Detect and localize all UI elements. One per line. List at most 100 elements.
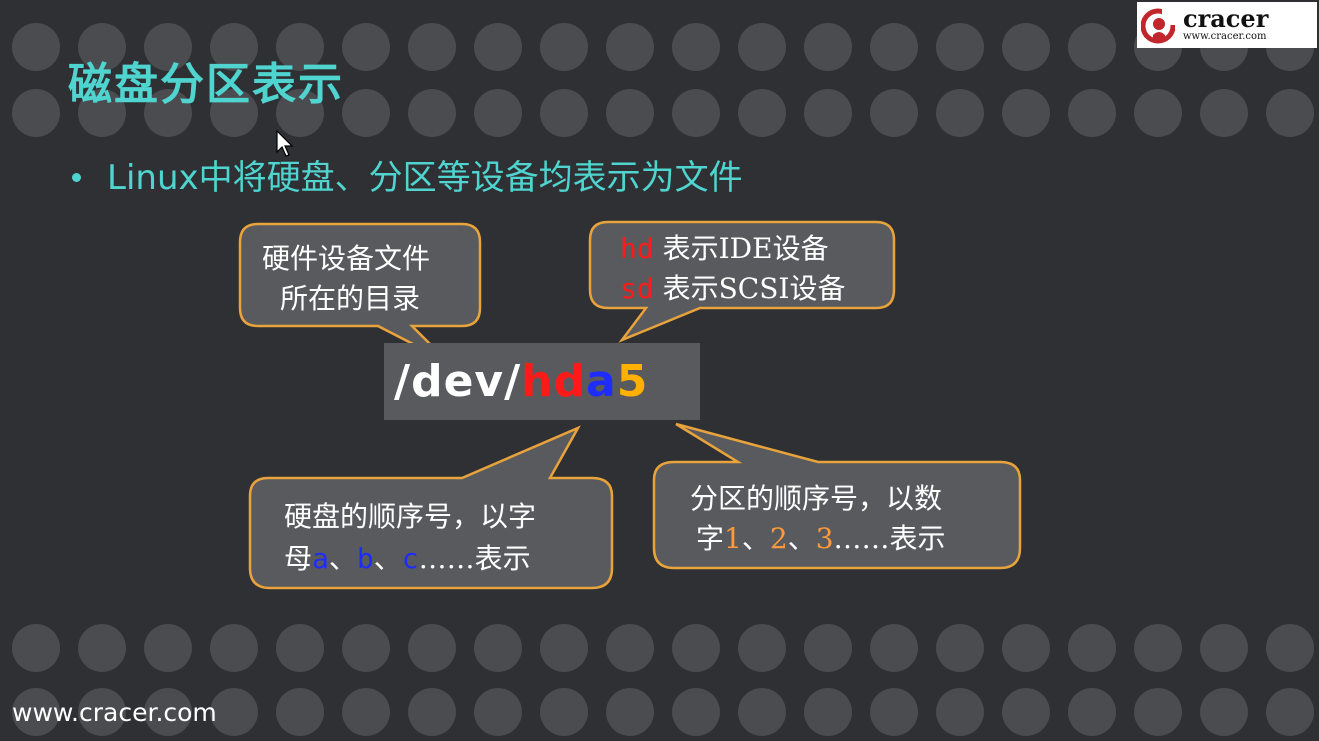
sd-code: sd <box>620 272 654 305</box>
background-dot <box>276 89 324 137</box>
bullet-item: Linux中将硬盘、分区等设备均表示为文件 <box>72 150 743 199</box>
background-dot <box>1266 624 1314 672</box>
logo-url: www.cracer.com <box>1183 31 1267 42</box>
background-dot <box>606 624 654 672</box>
background-dot <box>870 688 918 736</box>
partition-number-2: 2 <box>769 522 788 555</box>
background-dot <box>540 23 588 71</box>
hd-code: hd <box>620 232 654 265</box>
background-dot <box>408 89 456 137</box>
callout-disk-order-line1: 硬盘的顺序号，以字 <box>284 500 537 533</box>
background-dot <box>210 688 258 736</box>
disk-sep-2: 、 <box>373 542 402 575</box>
background-dot <box>738 624 786 672</box>
partition-sep-1: 、 <box>741 522 770 555</box>
bullet-text: Linux中将硬盘、分区等设备均表示为文件 <box>107 158 743 198</box>
background-dot <box>1200 89 1248 137</box>
background-dot <box>276 624 324 672</box>
disk-order-suffix: ……表示 <box>418 542 531 575</box>
callout-device-type-bubble <box>588 220 896 343</box>
background-dot <box>1134 89 1182 137</box>
disk-order-prefix: 母 <box>284 542 313 575</box>
background-dot <box>540 624 588 672</box>
bullet-dot-icon <box>72 173 81 182</box>
background-dot <box>474 624 522 672</box>
partition-order-suffix: ……表示 <box>833 522 946 555</box>
background-dot <box>936 23 984 71</box>
background-dot <box>672 688 720 736</box>
background-dot <box>342 89 390 137</box>
background-dot <box>936 688 984 736</box>
background-dot <box>738 23 786 71</box>
background-dot <box>672 23 720 71</box>
background-dot <box>78 624 126 672</box>
background-dot <box>144 624 192 672</box>
background-dot <box>144 688 192 736</box>
slide-title: 磁盘分区表示 <box>68 59 344 110</box>
logo-name: cracer <box>1183 4 1269 33</box>
callout-device-type-line2: sd 表示SCSI设备 <box>620 268 845 310</box>
background-dot <box>1200 688 1248 736</box>
background-dot <box>540 688 588 736</box>
cracer-logo-icon <box>1141 8 1175 44</box>
background-dot <box>870 23 918 71</box>
sd-description: 表示SCSI设备 <box>662 272 846 305</box>
background-dot <box>672 624 720 672</box>
callout-partition-order-line1: 分区的顺序号，以数 <box>690 482 943 515</box>
background-dot <box>870 89 918 137</box>
partition-number-3: 3 <box>815 522 834 555</box>
device-path: /dev/hda5 <box>394 356 648 407</box>
background-dot <box>804 23 852 71</box>
partition-number-1: 1 <box>724 522 742 555</box>
background-dot <box>276 23 324 71</box>
background-dot <box>1266 688 1314 736</box>
background-dot <box>936 89 984 137</box>
background-dot <box>1134 624 1182 672</box>
background-dot <box>1068 624 1116 672</box>
partition-order-prefix: 字 <box>696 522 725 555</box>
background-dot <box>1068 688 1116 736</box>
background-dot <box>1002 89 1050 137</box>
hd-description: 表示IDE设备 <box>662 232 829 265</box>
footer-url: www.cracer.com <box>12 698 217 727</box>
background-dot <box>804 89 852 137</box>
background-dot <box>1002 23 1050 71</box>
background-dot <box>210 624 258 672</box>
background-dot <box>144 89 192 137</box>
device-path-box: /dev/hda5 <box>384 343 700 420</box>
callout-partition-order-bubble <box>652 422 1022 570</box>
device-path-disk: a <box>586 356 617 407</box>
background-dot <box>12 688 60 736</box>
background-dot <box>210 89 258 137</box>
background-dot <box>12 624 60 672</box>
background-dot <box>474 688 522 736</box>
background-dot <box>738 688 786 736</box>
background-dot <box>342 624 390 672</box>
background-dot <box>276 688 324 736</box>
background-dot <box>1134 688 1182 736</box>
background-dot <box>78 688 126 736</box>
background-dot <box>1068 89 1116 137</box>
disk-letter-a: a <box>312 542 329 575</box>
background-dot <box>540 89 588 137</box>
background-dot <box>12 89 60 137</box>
partition-sep-2: 、 <box>787 522 816 555</box>
background-dot <box>1002 624 1050 672</box>
background-dot <box>606 89 654 137</box>
background-dot <box>672 89 720 137</box>
background-dot <box>738 89 786 137</box>
background-dot <box>12 23 60 71</box>
background-dot <box>870 624 918 672</box>
callout-directory-line2: 所在的目录 <box>280 282 421 315</box>
disk-sep-1: 、 <box>328 542 357 575</box>
background-dot <box>1002 688 1050 736</box>
callout-disk-order-line2: 母a、b、c……表示 <box>284 538 531 580</box>
background-dot <box>408 624 456 672</box>
background-dot <box>606 23 654 71</box>
background-dot <box>78 89 126 137</box>
disk-letter-c: c <box>401 542 419 575</box>
cracer-logo: cracer www.cracer.com <box>1137 2 1317 48</box>
background-dot <box>1068 23 1116 71</box>
